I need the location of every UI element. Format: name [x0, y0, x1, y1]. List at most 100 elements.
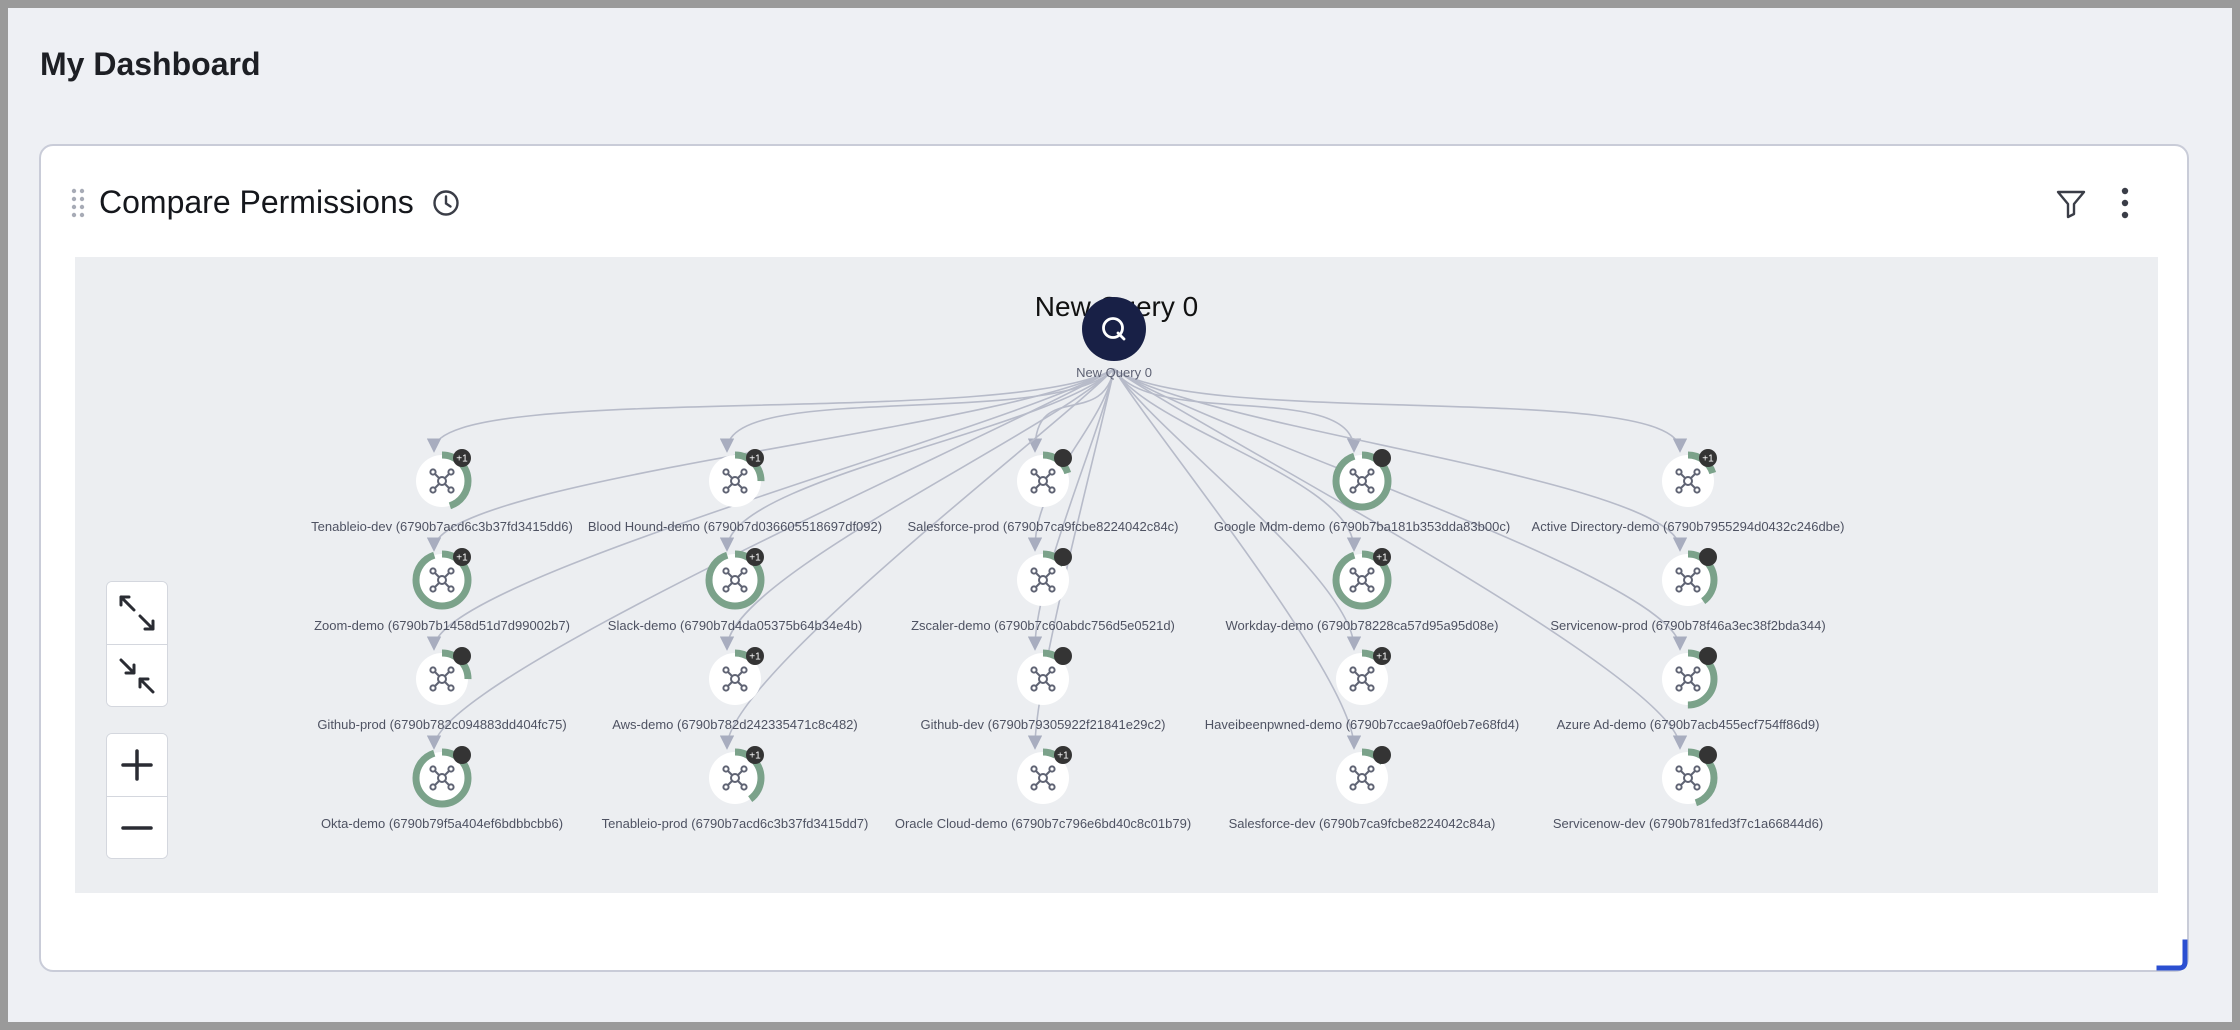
integration-node[interactable]: [1009, 645, 1077, 713]
page-title: My Dashboard: [40, 46, 261, 82]
filter-icon[interactable]: [2054, 186, 2088, 220]
edge: [1113, 368, 1688, 651]
network-icon: [429, 567, 455, 593]
app-window: My Dashboard Compare Permissions: [8, 8, 2232, 1022]
network-icon: [1349, 468, 1375, 494]
zoom-out-button[interactable]: [107, 796, 167, 858]
network-icon: [429, 765, 455, 791]
edge: [1113, 368, 1362, 651]
integration-node[interactable]: [1654, 744, 1722, 812]
query-node[interactable]: [1082, 297, 1146, 361]
clock-icon[interactable]: [431, 188, 461, 218]
integration-node[interactable]: +1: [408, 546, 476, 614]
integration-node-ring: [1013, 548, 1073, 610]
integration-node[interactable]: [408, 744, 476, 812]
integration-node[interactable]: [1009, 447, 1077, 515]
integration-node[interactable]: +1: [1009, 744, 1077, 812]
edge: [719, 368, 1115, 750]
integration-node-ring: +1: [412, 449, 472, 511]
expand-icon: [119, 595, 155, 631]
network-icon: [1675, 666, 1701, 692]
integration-node-label: Salesforce-dev (6790b7ca9fcbe8224042c84a…: [1228, 816, 1496, 831]
plus-icon: [121, 749, 153, 781]
integration-node-ring: +1: [1013, 746, 1073, 808]
integration-node-label: Tenableio-prod (6790b7acd6c3b37fd3415dd7…: [601, 816, 869, 831]
graph-edges: [426, 368, 1688, 750]
integration-node[interactable]: [1009, 546, 1077, 614]
zoom-in-button[interactable]: [107, 734, 167, 796]
edge: [1113, 368, 1688, 750]
svg-text:+1: +1: [1057, 751, 1069, 762]
svg-text:+1: +1: [1376, 553, 1388, 564]
integration-node[interactable]: +1: [1654, 447, 1722, 515]
integration-node-ring: [1332, 746, 1392, 808]
integration-node-ring: [1013, 449, 1073, 511]
network-icon: [429, 666, 455, 692]
integration-node[interactable]: [1328, 744, 1396, 812]
integration-node[interactable]: [1328, 447, 1396, 515]
integration-node-ring: [1332, 449, 1392, 511]
collapse-icon: [119, 658, 155, 694]
edge: [719, 368, 1115, 552]
integration-node-label: Servicenow-prod (6790b78f46a3ec38f2bda34…: [1550, 618, 1826, 633]
integration-node-label: Azure Ad-demo (6790b7acb455ecf754ff86d9): [1556, 717, 1820, 732]
integration-node-ring: [412, 746, 472, 808]
integration-node-label: Slack-demo (6790b7d4da05375b64b34e4b): [607, 618, 863, 633]
network-icon: [429, 468, 455, 494]
integration-node[interactable]: [1654, 645, 1722, 713]
integration-node-ring: [1658, 746, 1718, 808]
integration-node-ring: [1658, 548, 1718, 610]
integration-node[interactable]: [1654, 546, 1722, 614]
integration-node-label: Github-dev (6790b79305922f21841e29c2): [920, 717, 1166, 732]
integration-node-label: Google Mdm-demo (6790b7ba181b353dda83b00…: [1213, 519, 1511, 534]
integration-node[interactable]: +1: [1328, 645, 1396, 713]
svg-text:+1: +1: [456, 553, 468, 564]
resize-handle-icon[interactable]: [2155, 938, 2189, 972]
network-icon: [1675, 765, 1701, 791]
integration-node[interactable]: +1: [701, 744, 769, 812]
svg-text:+1: +1: [749, 454, 761, 465]
query-node-label: New Query 0: [1076, 365, 1152, 380]
graph-canvas[interactable]: New Query 0 New Query 0 +1Tenableio-dev …: [75, 257, 2158, 893]
integration-node[interactable]: +1: [408, 447, 476, 515]
network-icon: [722, 567, 748, 593]
compare-permissions-widget: Compare Permissions New Query 0: [39, 144, 2189, 972]
integration-node-ring: +1: [705, 548, 765, 610]
drag-handle-icon[interactable]: [71, 188, 85, 218]
network-icon: [1030, 765, 1056, 791]
integration-node-ring: +1: [412, 548, 472, 610]
shrink-view-button[interactable]: [107, 644, 167, 706]
integration-node-label: Active Directory-demo (6790b7955294d0432…: [1531, 519, 1845, 534]
network-icon: [1349, 765, 1375, 791]
more-vertical-icon[interactable]: [2115, 186, 2135, 220]
integration-node-label: Github-prod (6790b782c094883dd404fc75): [317, 717, 567, 732]
integration-node-label: Tenableio-dev (6790b7acd6c3b37fd3415dd6): [311, 519, 573, 534]
edge: [719, 368, 1115, 453]
integration-node-label: Blood Hound-demo (6790b7d036605518697df0…: [587, 519, 883, 534]
integration-node-ring: +1: [705, 449, 765, 511]
zoom-controls: [106, 733, 168, 859]
integration-node[interactable]: +1: [701, 645, 769, 713]
integration-node-ring: [1013, 647, 1073, 709]
integration-node-label: Workday-demo (6790b78228ca57d95a95d08e): [1225, 618, 1499, 633]
integration-node[interactable]: +1: [701, 447, 769, 515]
svg-text:+1: +1: [749, 652, 761, 663]
integration-node[interactable]: [408, 645, 476, 713]
network-icon: [722, 468, 748, 494]
edge: [1113, 368, 1362, 453]
integration-node[interactable]: +1: [1328, 546, 1396, 614]
svg-text:+1: +1: [749, 553, 761, 564]
network-icon: [1349, 666, 1375, 692]
network-icon: [1349, 567, 1375, 593]
integration-node-ring: +1: [705, 647, 765, 709]
fit-controls: [106, 581, 168, 707]
integration-node[interactable]: +1: [701, 546, 769, 614]
integration-node-ring: +1: [1332, 548, 1392, 610]
svg-text:+1: +1: [749, 751, 761, 762]
search-icon: [1102, 317, 1126, 341]
minus-icon: [121, 826, 153, 830]
integration-node-label: Servicenow-dev (6790b781fed3f7c1a66844d6…: [1552, 816, 1824, 831]
fit-view-button[interactable]: [107, 582, 167, 644]
integration-node-ring: [1658, 647, 1718, 709]
integration-node-label: Haveibeenpwned-demo (6790b7ccae9a0f0eb7e…: [1204, 717, 1520, 732]
